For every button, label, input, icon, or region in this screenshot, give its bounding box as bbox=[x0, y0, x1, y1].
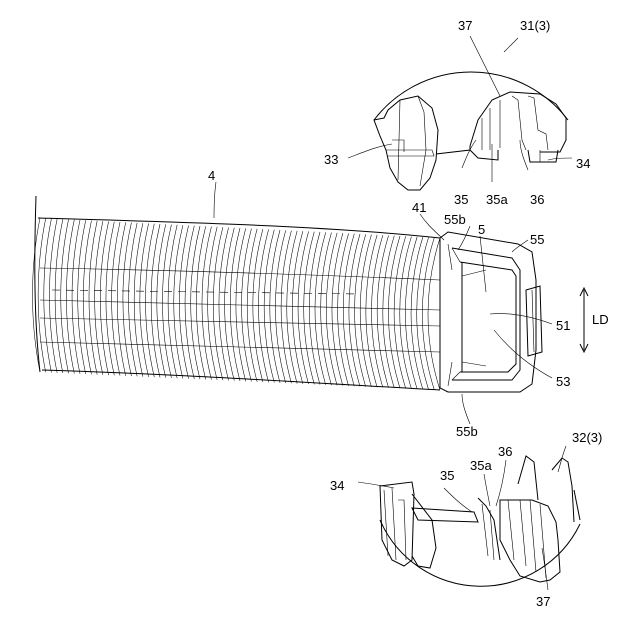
tube-rib bbox=[78, 220, 86, 374]
tube-rib bbox=[208, 227, 217, 380]
tube-rib bbox=[66, 220, 74, 374]
label-end-41: 41 bbox=[412, 200, 426, 215]
label-top-33: 33 bbox=[324, 152, 338, 167]
label-top-37: 37 bbox=[458, 18, 472, 33]
tube-rib bbox=[417, 237, 429, 389]
top-sleeve-drawing bbox=[374, 72, 568, 190]
tube-rib bbox=[140, 223, 149, 376]
tube-rib bbox=[275, 230, 285, 383]
label-end-51: 51 bbox=[556, 318, 570, 333]
tube-rib bbox=[117, 222, 125, 376]
tube-rib bbox=[44, 219, 52, 373]
tube-rib bbox=[281, 231, 291, 384]
tube-rib bbox=[196, 226, 205, 379]
tube-rib bbox=[72, 220, 80, 374]
label-sleeve-top: 31(3) bbox=[520, 18, 550, 33]
tube-rib bbox=[123, 223, 132, 377]
tube-rib bbox=[38, 218, 46, 372]
tube-rib bbox=[106, 222, 114, 376]
tube-rib bbox=[168, 225, 177, 378]
tube-rib bbox=[134, 223, 143, 376]
label-bot-35a: 35a bbox=[470, 458, 492, 473]
label-direction-ld: LD bbox=[592, 312, 609, 327]
tube-rib bbox=[405, 237, 417, 389]
tube-rib bbox=[129, 223, 138, 377]
tube-rib bbox=[400, 237, 412, 389]
tube-rib bbox=[89, 221, 97, 375]
tube-rib bbox=[95, 221, 103, 375]
tube-rib bbox=[174, 225, 183, 378]
tube-rib bbox=[394, 236, 406, 388]
label-bot-37: 37 bbox=[536, 594, 550, 609]
tube-rib bbox=[112, 222, 120, 376]
tube-rib bbox=[225, 228, 235, 381]
label-end-55b-bottom: 55b bbox=[456, 424, 478, 439]
tube-rib bbox=[185, 226, 194, 379]
corrugated-tube-drawing bbox=[33, 196, 441, 390]
label-top-36: 36 bbox=[530, 192, 544, 207]
end-part-drawing bbox=[440, 232, 588, 392]
tube-rib bbox=[162, 225, 171, 378]
tube-rib bbox=[151, 224, 160, 377]
tube-rib bbox=[213, 227, 223, 380]
label-end-5: 5 bbox=[478, 222, 485, 237]
tube-rib bbox=[33, 218, 41, 372]
label-bot-35: 35 bbox=[440, 468, 454, 483]
label-end-55: 55 bbox=[530, 232, 544, 247]
tube-rib bbox=[428, 238, 440, 390]
tube-rib bbox=[61, 219, 69, 373]
tube-rib bbox=[49, 219, 57, 373]
label-sleeve-bottom: 32(3) bbox=[572, 430, 602, 445]
tube-rib bbox=[146, 224, 155, 377]
label-bot-36: 36 bbox=[498, 444, 512, 459]
label-top-34: 34 bbox=[576, 156, 590, 171]
tube-rib bbox=[388, 236, 400, 388]
tube-rib bbox=[55, 219, 63, 373]
reference-labels: 31(3) 37 33 35 35a 36 34 4 41 55b 5 55 5… bbox=[208, 18, 609, 609]
tube-rib bbox=[219, 227, 229, 380]
tube-rib bbox=[270, 230, 280, 383]
tube-rib bbox=[202, 227, 211, 380]
label-end-53: 53 bbox=[556, 374, 570, 389]
tube-rib bbox=[179, 225, 188, 378]
tube-rib bbox=[411, 237, 423, 389]
tube-rib bbox=[191, 226, 200, 379]
label-bot-34: 34 bbox=[330, 478, 344, 493]
label-top-35: 35 bbox=[454, 192, 468, 207]
label-tube: 4 bbox=[208, 168, 215, 183]
tube-rib bbox=[100, 221, 108, 375]
tube-rib bbox=[264, 230, 274, 383]
tube-rib bbox=[83, 221, 91, 375]
label-top-35a: 35a bbox=[486, 192, 508, 207]
label-end-55b-top: 55b bbox=[444, 212, 466, 227]
tube-rib bbox=[157, 224, 166, 377]
bottom-sleeve-drawing bbox=[380, 456, 580, 586]
tube-rib bbox=[422, 238, 434, 390]
